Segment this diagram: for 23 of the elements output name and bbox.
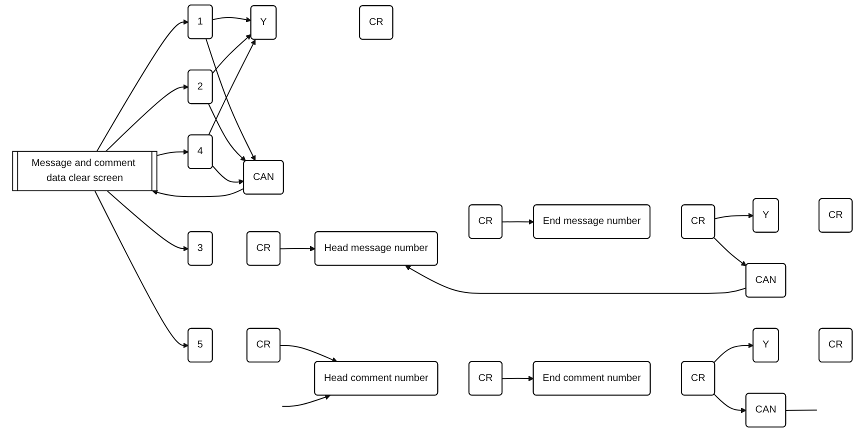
arrow bbox=[714, 212, 754, 220]
arrow bbox=[208, 103, 246, 162]
arrow bbox=[212, 165, 244, 185]
arrow bbox=[212, 34, 252, 74]
arrow bbox=[405, 265, 747, 294]
arrow bbox=[714, 394, 746, 414]
arrow bbox=[282, 394, 330, 407]
arrow bbox=[502, 219, 534, 225]
arrow bbox=[502, 376, 534, 382]
arrow bbox=[713, 342, 754, 364]
arrow bbox=[212, 16, 252, 22]
arrow bbox=[280, 246, 316, 252]
arrow bbox=[96, 19, 189, 152]
arrow bbox=[106, 190, 189, 252]
arrow bbox=[105, 84, 189, 152]
arrow bbox=[280, 344, 338, 362]
connector bbox=[786, 410, 818, 411]
arrow bbox=[94, 190, 189, 348]
arrow bbox=[152, 188, 244, 198]
arrow bbox=[714, 237, 747, 266]
arrow bbox=[156, 149, 189, 156]
arrow bbox=[206, 38, 256, 161]
arrow bbox=[208, 39, 256, 136]
